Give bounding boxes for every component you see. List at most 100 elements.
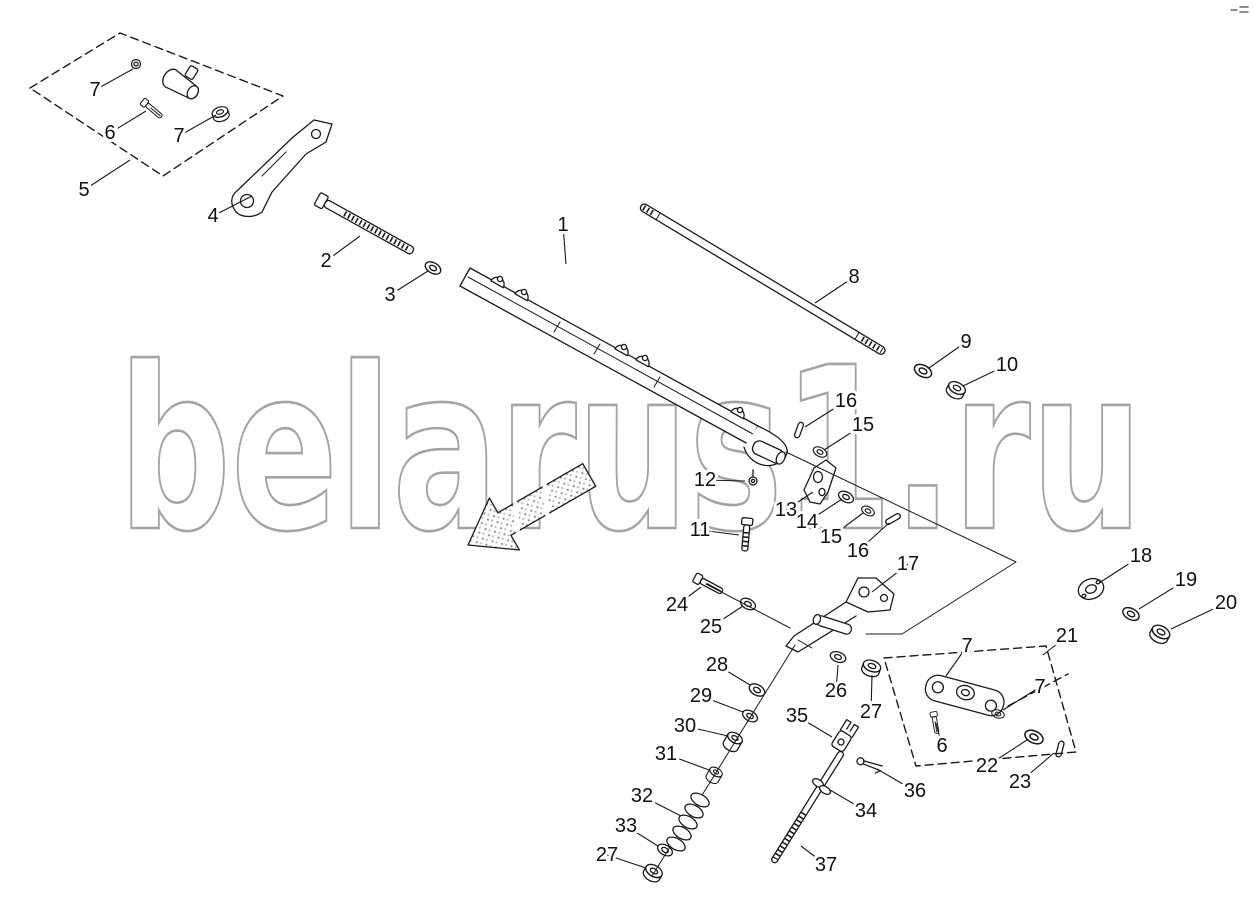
callout-label-34: 34 xyxy=(855,800,877,822)
callout-label-2: 2 xyxy=(320,250,331,272)
callout-label-22: 22 xyxy=(976,755,998,777)
leader-line-5 xyxy=(83,159,131,191)
callout-label-7: 7 xyxy=(173,125,184,147)
kit-box-5 xyxy=(29,32,284,177)
part-pivot-pin-17 xyxy=(812,613,853,635)
part-nut-7b xyxy=(210,104,232,125)
direction-arrow-icon xyxy=(467,463,597,551)
part-lever-21 xyxy=(924,674,1005,717)
callout-label-21: 21 xyxy=(1056,625,1078,647)
leader-line-7 xyxy=(1002,686,1041,711)
callout-label-15: 15 xyxy=(852,414,874,436)
leader-line-22 xyxy=(986,739,1028,767)
callout-label-27: 27 xyxy=(596,844,618,866)
callout-label-27: 27 xyxy=(860,701,882,723)
leader-line-26 xyxy=(835,664,839,692)
callout-label-6: 6 xyxy=(104,122,115,144)
leader-line-10 xyxy=(962,364,1008,387)
leader-line-14 xyxy=(806,498,843,523)
part-washer-19 xyxy=(1119,604,1143,624)
leader-line-21 xyxy=(1042,635,1068,656)
leader-line-7 xyxy=(945,645,968,677)
callout-label-35: 35 xyxy=(786,705,808,727)
callout-label-13: 13 xyxy=(775,499,797,521)
leader-line-34 xyxy=(829,789,867,812)
callout-label-16: 16 xyxy=(847,540,869,562)
kit-box-21 xyxy=(883,645,1077,767)
callout-label-36: 36 xyxy=(904,780,926,802)
part-fitting-12 xyxy=(748,469,758,486)
leader-line-3 xyxy=(389,270,429,296)
leader-line-35 xyxy=(796,715,833,738)
assembly-route-line xyxy=(785,451,1017,635)
part-shaft-8 xyxy=(639,203,886,355)
part-washer-34 xyxy=(811,778,832,795)
part-pin-23 xyxy=(1054,739,1066,759)
leader-line-20 xyxy=(1170,602,1227,630)
leader-line-31 xyxy=(665,753,710,771)
part-bolt-6a xyxy=(139,97,165,121)
callout-label-11: 11 xyxy=(690,519,711,541)
leader-line-17 xyxy=(871,563,909,593)
callout-label-23: 23 xyxy=(1009,771,1031,793)
callout-label-32: 32 xyxy=(631,785,653,807)
callout-label-17: 17 xyxy=(897,553,919,575)
leader-line-28 xyxy=(716,664,751,686)
callout-label-12: 12 xyxy=(694,469,716,491)
part-bolt-11 xyxy=(740,517,754,552)
leader-line-6 xyxy=(109,110,147,134)
leader-line-16 xyxy=(857,522,890,552)
callout-label-18: 18 xyxy=(1130,545,1152,567)
part-clevis-35 xyxy=(831,718,860,753)
part-bushing-30 xyxy=(720,729,745,755)
leader-line-15 xyxy=(830,512,864,538)
callout-label-5: 5 xyxy=(78,179,89,201)
part-nut-20 xyxy=(1146,621,1173,647)
part-bracket-4 xyxy=(231,119,333,218)
leader-line-7 xyxy=(178,114,217,137)
callout-label-29: 29 xyxy=(690,685,712,707)
part-pivot-fitting xyxy=(162,65,200,100)
callout-label-30: 30 xyxy=(674,715,696,737)
part-flange-18 xyxy=(1077,577,1105,601)
corner-mark xyxy=(1230,6,1249,13)
callout-label-19: 19 xyxy=(1175,569,1197,591)
callout-label-1: 1 xyxy=(557,214,568,236)
callout-label-26: 26 xyxy=(825,680,847,702)
leader-line-7 xyxy=(94,68,134,91)
leader-line-27 xyxy=(870,674,873,713)
callout-label-14: 14 xyxy=(796,511,818,533)
leader-line-23 xyxy=(1019,752,1055,783)
part-spacer-31 xyxy=(703,764,725,787)
part-spring-32 xyxy=(666,792,710,852)
leader-line-8 xyxy=(814,276,855,304)
callout-label-15: 15 xyxy=(820,526,842,548)
callout-label-7: 7 xyxy=(89,79,100,101)
leader-line-27 xyxy=(606,854,647,869)
part-rod-37 xyxy=(771,750,845,864)
leader-line-18 xyxy=(1098,555,1142,584)
leader-line-4 xyxy=(212,195,253,217)
part-nut-27a xyxy=(859,657,883,680)
leader-line-12 xyxy=(704,479,746,482)
leader-line-36 xyxy=(876,768,916,792)
callout-label-24: 24 xyxy=(666,594,688,616)
callout-label-37: 37 xyxy=(815,854,837,876)
part-beam-1 xyxy=(459,267,788,467)
callout-label-10: 10 xyxy=(996,354,1018,376)
callout-label-3: 3 xyxy=(384,284,395,306)
part-bolt-2 xyxy=(313,192,415,255)
part-nut-27b xyxy=(640,861,666,886)
part-screw-7a xyxy=(130,58,142,70)
part-bracket-17 xyxy=(785,577,895,653)
leader-line-32 xyxy=(641,795,682,817)
callout-label-8: 8 xyxy=(848,266,859,288)
leader-line-15 xyxy=(823,424,864,451)
callout-label-25: 25 xyxy=(700,616,722,638)
leader-line-25 xyxy=(710,605,744,628)
part-washer-22 xyxy=(1021,726,1047,748)
part-washer-29 xyxy=(739,707,761,725)
leader-line-11 xyxy=(699,529,740,536)
